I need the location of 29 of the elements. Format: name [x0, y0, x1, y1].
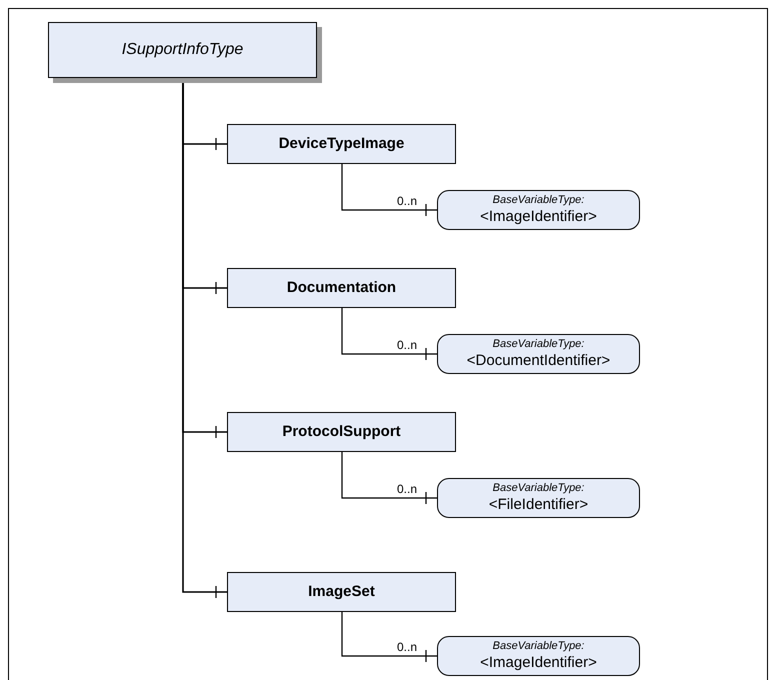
object-name: DeviceTypeImage: [278, 134, 404, 154]
variable-name: <DocumentIdentifier>: [466, 352, 610, 370]
type-label: BaseVariableType:: [492, 640, 584, 654]
object-name: ImageSet: [308, 582, 375, 602]
type-label: BaseVariableType:: [492, 338, 584, 352]
connector: [341, 164, 437, 217]
type-label: BaseVariableType:: [492, 482, 584, 496]
variable-name: <FileIdentifier>: [488, 496, 588, 514]
connector: [341, 308, 437, 361]
multiplicity-label: 0..n: [397, 483, 418, 495]
object-name: Documentation: [286, 278, 396, 298]
type-name: ISupportInfoType: [122, 40, 244, 60]
connector: [341, 452, 437, 505]
variable-name: <ImageIdentifier>: [480, 208, 597, 226]
variable-box: [437, 334, 640, 374]
type-label: BaseVariableType:: [492, 194, 584, 208]
multiplicity-label: 0..n: [397, 339, 418, 351]
variable-name: <ImageIdentifier>: [480, 654, 597, 672]
variable-box: [437, 636, 640, 676]
object-box: [227, 412, 456, 452]
object-box: [227, 572, 456, 612]
object-box: [227, 124, 456, 164]
variable-box: [437, 190, 640, 230]
multiplicity-label: 0..n: [397, 641, 418, 653]
connector: [341, 612, 437, 663]
object-name: ProtocolSupport: [282, 422, 401, 442]
variable-box: [437, 478, 640, 518]
multiplicity-label: 0..n: [397, 195, 418, 207]
object-box: [227, 268, 456, 308]
